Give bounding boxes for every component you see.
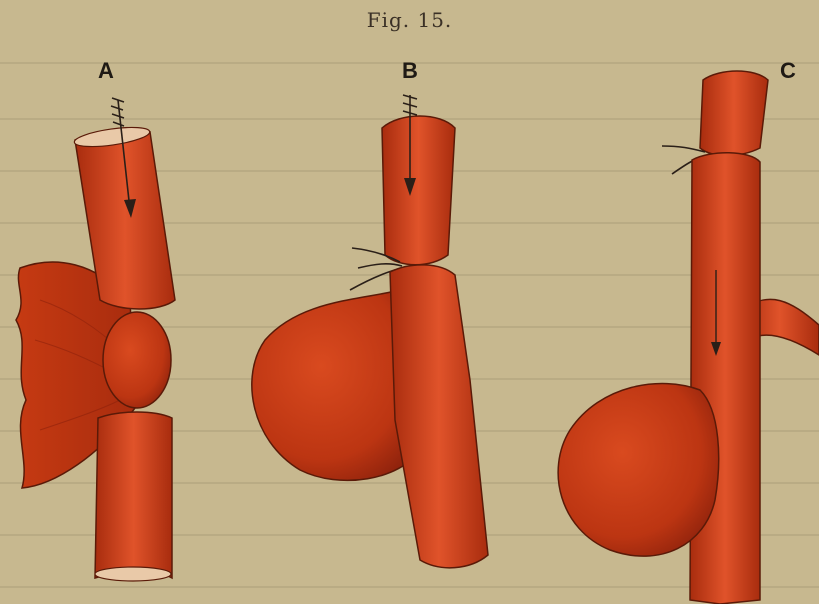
distal-vessel <box>390 265 488 568</box>
proximal-vessel <box>382 116 455 265</box>
lower-vessel-segment <box>95 412 172 578</box>
panel-c-drawing <box>558 71 819 604</box>
central-sac <box>103 312 171 408</box>
panel-a-drawing <box>16 98 175 581</box>
panel-b-drawing <box>252 95 488 568</box>
vessel-top-cap <box>700 71 768 156</box>
main-vessel-trunk <box>690 153 760 604</box>
aneurysm-sac <box>558 383 719 556</box>
